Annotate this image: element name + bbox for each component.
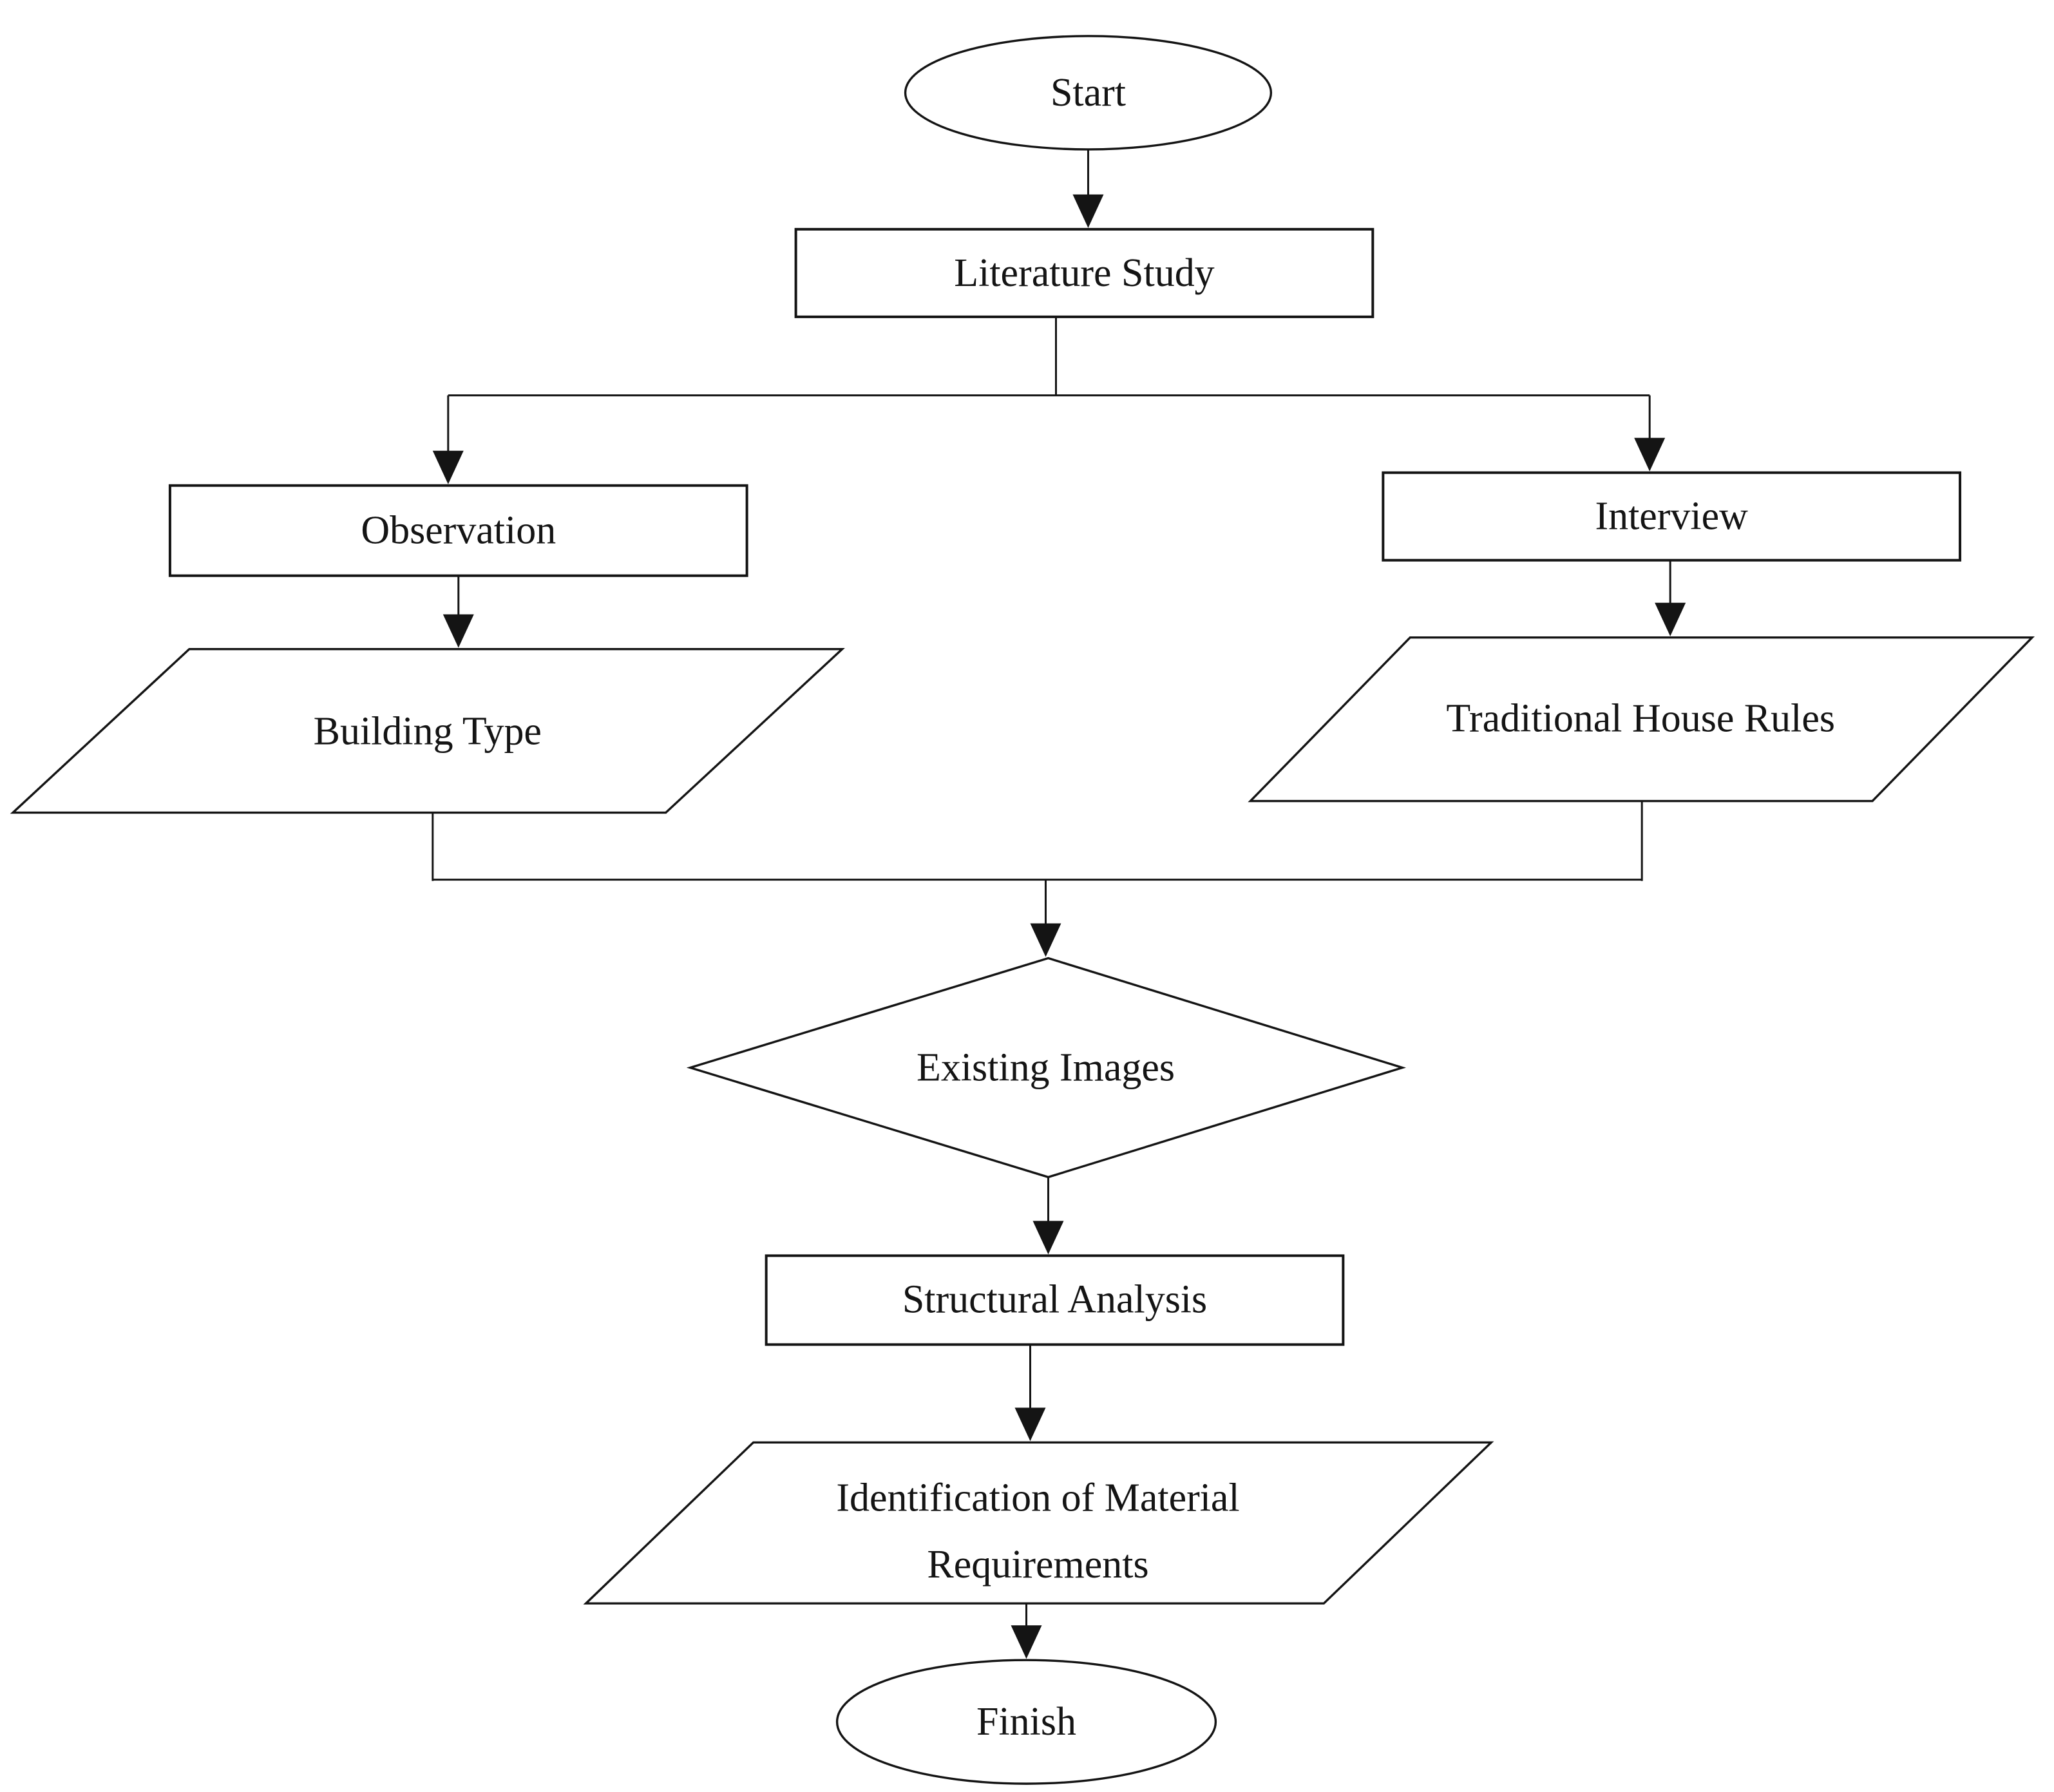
node-existing-images: Existing Images	[686, 957, 1407, 1179]
node-start: Start	[904, 35, 1273, 151]
edge-literature-study-branch	[448, 316, 1650, 397]
edge-interview-to-traditional-house-rules	[1655, 560, 1686, 636]
node-structural-analysis-label: Structural Analysis	[902, 1277, 1207, 1321]
arrowhead	[442, 614, 474, 648]
node-observation: Observation	[168, 484, 748, 577]
node-existing-images-label: Existing Images	[917, 1045, 1175, 1089]
node-literature-study: Literature Study	[794, 227, 1374, 318]
arrowhead	[432, 450, 464, 484]
node-structural-analysis: Structural Analysis	[765, 1254, 1345, 1346]
arrowhead	[1030, 923, 1061, 957]
node-interview: Interview	[1382, 471, 1962, 562]
arrowhead	[1655, 602, 1686, 636]
edge-identification-to-finish	[1011, 1603, 1042, 1659]
arrowhead	[1072, 194, 1104, 228]
edge-existing-images-to-structural-analysis	[1032, 1177, 1064, 1255]
edge-start-to-literature-study	[1072, 149, 1104, 228]
arrowhead	[1032, 1221, 1064, 1255]
node-building-type-label: Building Type	[314, 710, 542, 754]
node-literature-study-label: Literature Study	[954, 251, 1214, 295]
edge-structural-analysis-to-identification	[1014, 1344, 1046, 1442]
node-identification-label-line1: Identification of Material	[836, 1476, 1239, 1520]
edge-merge-to-existing-images	[432, 801, 1643, 957]
node-identification-of-material-requirements: Identification of Material Requirements	[583, 1441, 1494, 1605]
arrowhead	[1011, 1625, 1042, 1659]
edge-literature-study-to-observation	[432, 395, 464, 484]
node-interview-label: Interview	[1595, 495, 1748, 539]
arrowhead	[1634, 437, 1666, 472]
node-traditional-house-rules: Traditional House Rules	[1248, 636, 2035, 803]
arrowhead	[1014, 1407, 1046, 1442]
node-identification-label-line2: Requirements	[927, 1543, 1148, 1587]
node-observation-label: Observation	[361, 509, 556, 553]
node-building-type: Building Type	[10, 647, 845, 814]
edge-observation-to-building-type	[442, 575, 474, 648]
node-traditional-house-rules-label: Traditional House Rules	[1446, 697, 1835, 741]
node-finish-label: Finish	[976, 1700, 1076, 1744]
edge-literature-study-to-interview	[1634, 395, 1666, 472]
node-start-label: Start	[1051, 71, 1126, 115]
node-finish: Finish	[835, 1659, 1217, 1785]
